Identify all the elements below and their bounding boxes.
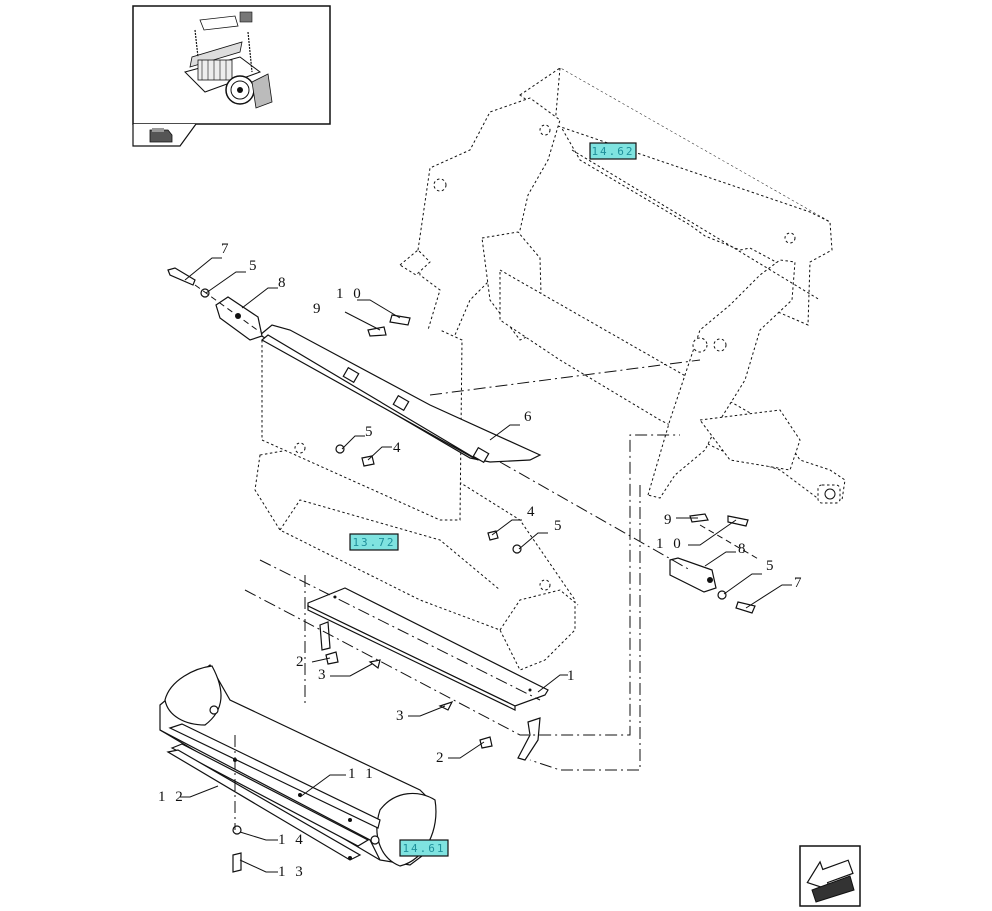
callout-4-right: 4	[527, 504, 538, 520]
callout-3-lower: 3	[396, 708, 407, 724]
callout-3-upper: 3	[318, 667, 329, 683]
cover-plate	[307, 587, 549, 761]
main-frame	[399, 67, 846, 504]
assembly-thumbnail-icon	[184, 11, 273, 109]
callout-6: 6	[524, 409, 535, 425]
callout-5-right: 5	[554, 518, 565, 534]
callout-7-left: 7	[221, 241, 232, 257]
callout-8-left: 8	[278, 275, 289, 291]
callout-14: 1 4	[278, 832, 306, 848]
callout-9-left: 9	[313, 301, 324, 317]
callout-4-mid: 4	[393, 440, 404, 456]
hardware-right	[487, 513, 756, 614]
next-page-arrow-icon[interactable]	[799, 845, 861, 907]
callout-1: 1	[567, 668, 578, 684]
hardware-left	[167, 267, 411, 467]
callout-5-left: 5	[249, 258, 260, 274]
callout-10-right: 1 0	[656, 536, 684, 552]
previous-page-arrow-icon[interactable]	[149, 128, 173, 143]
callout-11: 1 1	[348, 766, 376, 782]
callout-13: 1 3	[278, 864, 306, 880]
drum-reference-box[interactable]: 14.61	[399, 839, 449, 857]
callout-5-mid: 5	[365, 424, 376, 440]
callout-8-right: 8	[738, 541, 749, 557]
callout-2-upper: 2	[296, 654, 307, 670]
callout-5-far-right: 5	[766, 558, 777, 574]
frame-reference-label: 14.62	[591, 145, 634, 158]
callout-12: 1 2	[158, 789, 186, 805]
frame-reference-box[interactable]: 14.62	[589, 142, 637, 160]
scraper-bar	[166, 723, 381, 861]
housing	[254, 329, 579, 671]
hardware-bottom	[232, 651, 493, 873]
thumbnail-panel[interactable]	[132, 5, 331, 147]
callouts: 7 5 8 9 1 0 6 5 4 4 5 9 1 0 8 5 7 1 2 3 …	[158, 241, 805, 880]
drum-reference-label: 14.61	[402, 842, 445, 855]
shaft-arm	[258, 324, 542, 464]
leader-lines	[180, 257, 792, 873]
housing-reference-box[interactable]: 13.72	[349, 533, 399, 551]
callout-7-right: 7	[794, 575, 805, 591]
callout-9-right: 9	[664, 512, 675, 528]
callout-2-lower: 2	[436, 750, 447, 766]
centre-lines	[194, 284, 761, 830]
callout-10-left: 1 0	[336, 286, 364, 302]
housing-reference-label: 13.72	[352, 536, 395, 549]
